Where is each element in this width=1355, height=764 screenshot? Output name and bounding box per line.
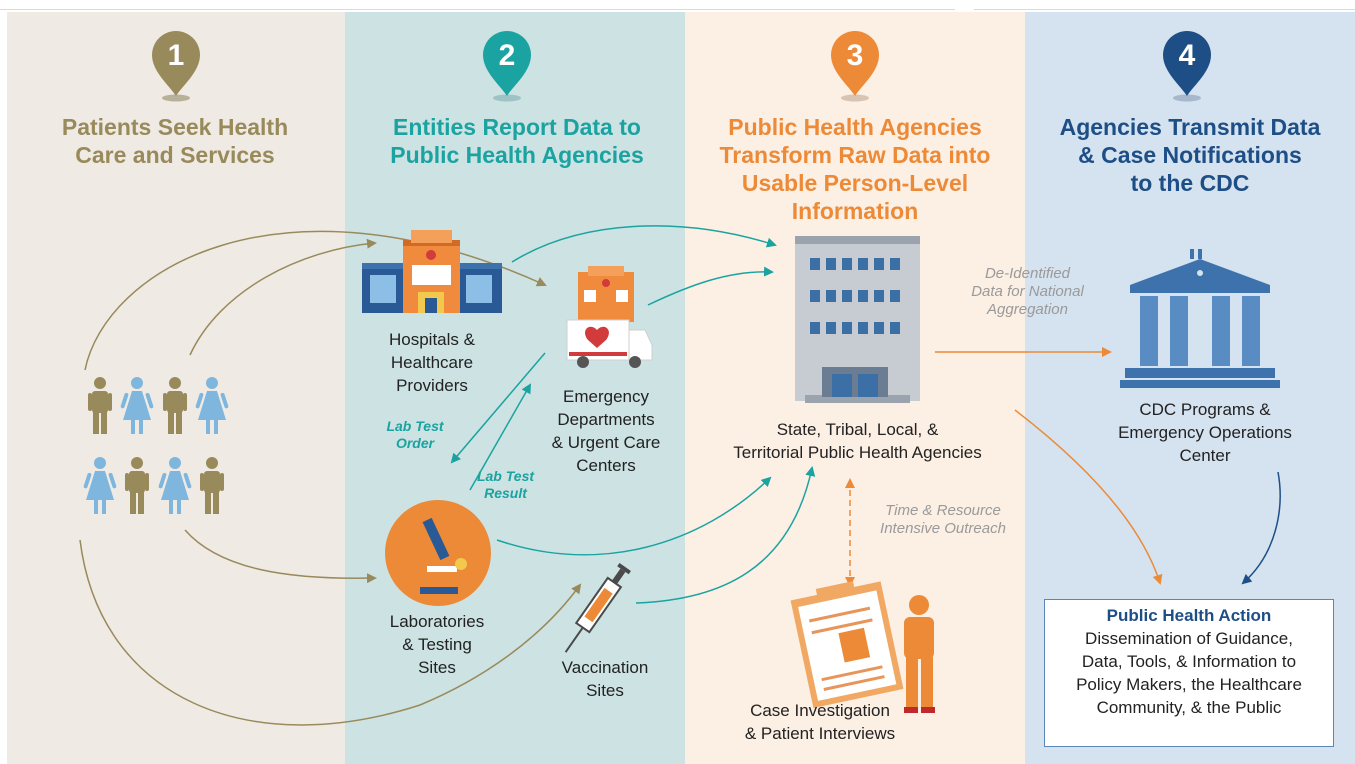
laboratory-icon [385,500,491,606]
step1-pin-icon [152,31,200,102]
arrow-cdc-to-action [1241,471,1281,585]
top-rule-left [0,0,955,10]
agencies-label: State, Tribal, Local, &Territorial Publi… [733,420,982,462]
step2-pin-icon [483,31,531,102]
step2-number: 2 [499,39,516,72]
step4-pin-icon [1163,31,1211,102]
arrow-emergency-to-agencies [647,266,774,306]
agency-building-icon [795,236,920,403]
emergency-icon [566,266,653,368]
public-health-action-box: Public Health Action Dissemination of Gu… [1044,599,1334,747]
case-investigation-label: Case Investigation& Patient Interviews [744,701,896,743]
action-body: Dissemination of Guidance, Data, Tools, … [1076,629,1302,717]
arrow-lab-test-result [469,383,531,491]
arrow-labs-to-agencies [496,476,772,556]
arrow-agencies-to-action [1014,409,1163,585]
patients-icon [83,377,229,514]
step4-number: 4 [1179,39,1196,72]
syringe-icon [564,562,631,653]
action-title: Public Health Action [1106,606,1272,625]
step3-number: 3 [847,39,864,72]
arrow-vaccination-to-agencies [635,466,816,604]
case-investigation-icon [790,581,935,713]
cdc-building-icon [1120,249,1280,388]
step1-number: 1 [168,39,185,72]
arrow-patients-to-vaccination [79,539,582,726]
arrow-patients-to-labs [184,529,377,584]
arrow-hospitals-to-agencies [511,225,777,263]
step3-pin-icon [831,31,879,102]
step4-title: Agencies Transmit Data& Case Notificatio… [1059,114,1321,196]
top-rule-right [974,0,1355,10]
arrow-lab-test-order [450,352,546,464]
hospital-icon [362,230,502,313]
arrow-patients-to-hospitals [189,238,377,356]
